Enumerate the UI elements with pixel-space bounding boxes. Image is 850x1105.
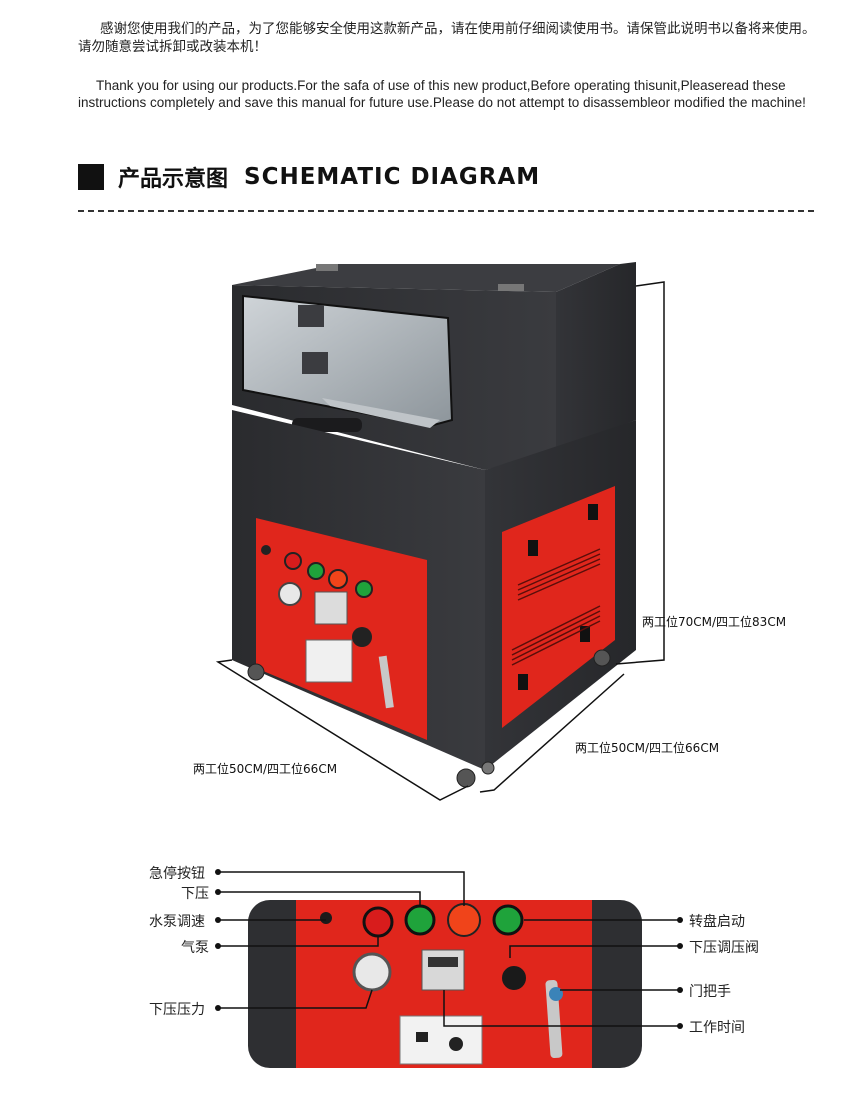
panel-valve-knob [352, 627, 372, 647]
side-latch-top-right [588, 504, 598, 520]
closeup-air-pump-button [362, 906, 394, 938]
window-turntable [322, 398, 440, 428]
side-vent-slots [511, 548, 601, 666]
intro-english-text: Thank you for using our products.For the… [78, 78, 806, 110]
intro-chinese-text: 感谢您使用我们的产品，为了您能够安全使用这款新产品，请在使用前仔细阅读使用书。请… [78, 21, 816, 55]
closeup-turntable-start-button [492, 904, 524, 936]
callout-emergency-stop: 急停按钮 [149, 866, 205, 882]
dimension-line-width [215, 659, 469, 801]
closeup-press-down-button [404, 904, 436, 936]
closeup-press-valve-knob [500, 964, 528, 992]
callout-water-pump-speed: 水泵调速 [149, 914, 205, 930]
dimension-line-depth [479, 673, 625, 793]
panel-door-lever [378, 655, 394, 709]
panel-speed-control [305, 639, 353, 683]
panel-button-green-2 [355, 580, 373, 598]
section-heading: 产品示意图 SCHEMATIC DIAGRAM [78, 162, 540, 192]
callout-door-handle: 门把手 [689, 984, 731, 1000]
window-fan-1 [298, 305, 324, 327]
caster-back-right [593, 649, 611, 667]
panel-button-estop [328, 569, 348, 589]
caster-mid-right [481, 761, 495, 775]
callout-turntable-start: 转盘启动 [689, 914, 745, 930]
closeup-door-handle-pivot [549, 987, 563, 1001]
closeup-speed-switch [416, 1032, 428, 1042]
machine-upper-side [556, 262, 636, 450]
callout-air-pump: 气泵 [181, 940, 209, 956]
dimension-height-label: 两工位70CM/四工位83CM [642, 615, 787, 629]
side-latch-top-left [528, 540, 538, 556]
callout-work-time: 工作时间 [689, 1020, 745, 1036]
dimension-depth-label: 两工位50CM/四工位66CM [575, 741, 720, 755]
callout-endpoints [215, 869, 683, 1029]
panel-button-green-1 [307, 562, 325, 580]
section-divider [78, 210, 814, 212]
section-title-chinese: 产品示意图 [118, 167, 229, 192]
closeup-water-pump-knob [320, 912, 332, 924]
closeup-pressure-gauge [352, 952, 392, 992]
hinge-right [498, 284, 524, 291]
panel-pressure-gauge [278, 582, 302, 606]
closeup-emergency-stop-button [447, 903, 481, 937]
callout-press-down: 下压 [181, 886, 209, 902]
machine-window [242, 294, 454, 428]
section-bullet-square [78, 164, 104, 190]
callout-leaders [218, 871, 680, 1027]
callout-press-pressure: 下压压力 [149, 1002, 205, 1018]
panel-button-red-1 [284, 552, 302, 570]
callout-press-valve: 下压调压阀 [689, 940, 759, 956]
hinge-left [316, 264, 338, 271]
side-latch-bottom-left [518, 674, 528, 690]
closeup-timer-digits [428, 957, 458, 967]
closeup-timer-display [421, 949, 465, 991]
panel-timer-display [314, 591, 348, 625]
closeup-speed-module [399, 1015, 483, 1065]
panel-knob-small [261, 545, 271, 555]
dimension-width-label: 两工位50CM/四工位66CM [193, 762, 338, 776]
side-latch-bottom-right [580, 626, 590, 642]
dimension-line-height [615, 281, 665, 665]
section-title-english: SCHEMATIC DIAGRAM [244, 164, 541, 190]
window-fan-2 [302, 352, 328, 374]
caster-front-left [247, 663, 265, 681]
closeup-speed-dial [449, 1037, 463, 1051]
